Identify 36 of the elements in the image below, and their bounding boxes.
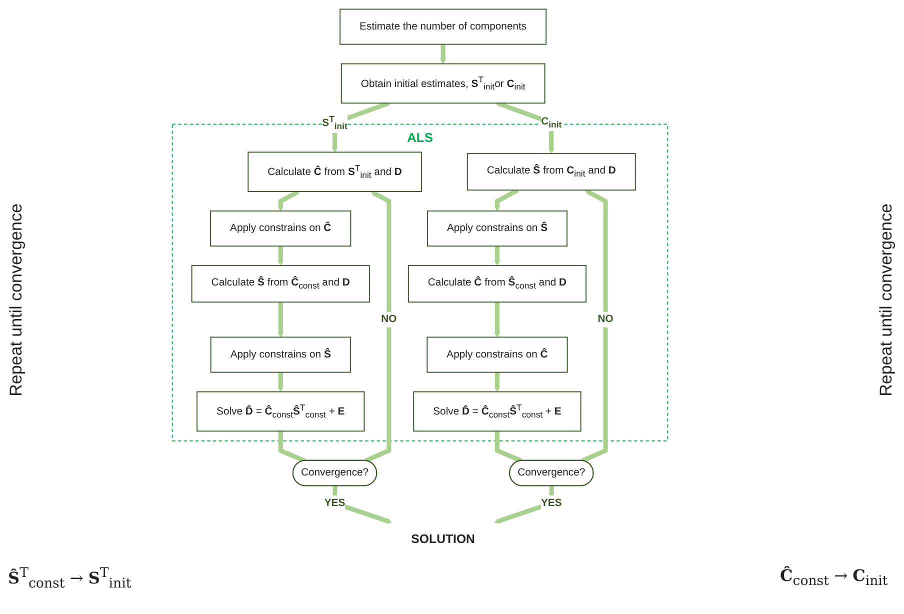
- node-box: Calculate Ĉ from S$^{T}$$_{init}$ and D: [248, 152, 422, 192]
- node-box: Obtain initial estimates, S$^{T}$$_{init}$or C$_{init}$: [340, 63, 546, 104]
- arrow: [440, 44, 446, 64]
- arrow: [494, 246, 500, 266]
- arrow: [278, 190, 300, 212]
- node-box: Apply constrains on Ĉ: [426, 336, 568, 373]
- connector: [278, 431, 306, 463]
- arrow: [494, 372, 500, 392]
- node-box: Apply constrains on Ŝ: [426, 210, 568, 247]
- loop-note: Repeat until convergence: [6, 204, 26, 396]
- node-text: SOLUTION: [411, 532, 475, 546]
- arrow: [278, 246, 284, 266]
- node-box: Calculate Ŝ from C$_{init}$ and D: [466, 153, 636, 191]
- arrow: [494, 302, 500, 338]
- arrow: [332, 486, 392, 524]
- edge-label: C$_{init}$: [541, 116, 562, 130]
- substitution-note: Ĉ$_{const}$ → C$_{init}$: [780, 566, 888, 590]
- connector: [494, 431, 522, 463]
- arrow: [494, 188, 519, 212]
- arrow: [364, 190, 392, 463]
- arrow: [494, 486, 554, 524]
- loop-note: Repeat until convergence: [876, 204, 896, 396]
- arrow: [278, 372, 284, 392]
- node-box: Apply constrains on Ĉ: [210, 210, 352, 247]
- node-box: Calculate Ŝ from Ĉ$_{const}$ and D: [191, 265, 370, 303]
- edge-label: YES: [540, 497, 562, 508]
- node-box: Calculate Ĉ from Ŝ$_{const}$ and D: [408, 265, 587, 303]
- edge-label: YES: [324, 497, 346, 508]
- edge-label: NO: [598, 314, 614, 325]
- node-box: Solve D̂ = Ĉ$_{const}$Ŝ$^{T}$$_{const}$ + E: [413, 391, 582, 432]
- node-box: Estimate the number of components: [340, 8, 547, 45]
- edge-label: NO: [381, 314, 397, 325]
- arrow: [581, 189, 608, 463]
- arrow: [278, 302, 284, 338]
- node-box: Apply constrains on Ŝ: [210, 336, 351, 373]
- node-box: Solve D̂ = Ĉ$_{const}$Ŝ$^{T}$$_{const}$ + E: [196, 391, 365, 432]
